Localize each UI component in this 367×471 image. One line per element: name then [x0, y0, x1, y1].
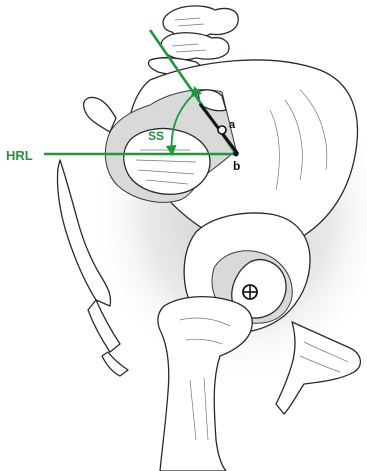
ss-label: SS — [148, 129, 164, 143]
point-b-label: b — [233, 159, 240, 173]
open-circle-icon — [218, 126, 226, 134]
hrl-label: HRL — [6, 148, 33, 163]
point-b-dot — [234, 152, 239, 157]
point-a-label: a — [229, 119, 236, 131]
circled-plus-icon — [243, 285, 257, 299]
